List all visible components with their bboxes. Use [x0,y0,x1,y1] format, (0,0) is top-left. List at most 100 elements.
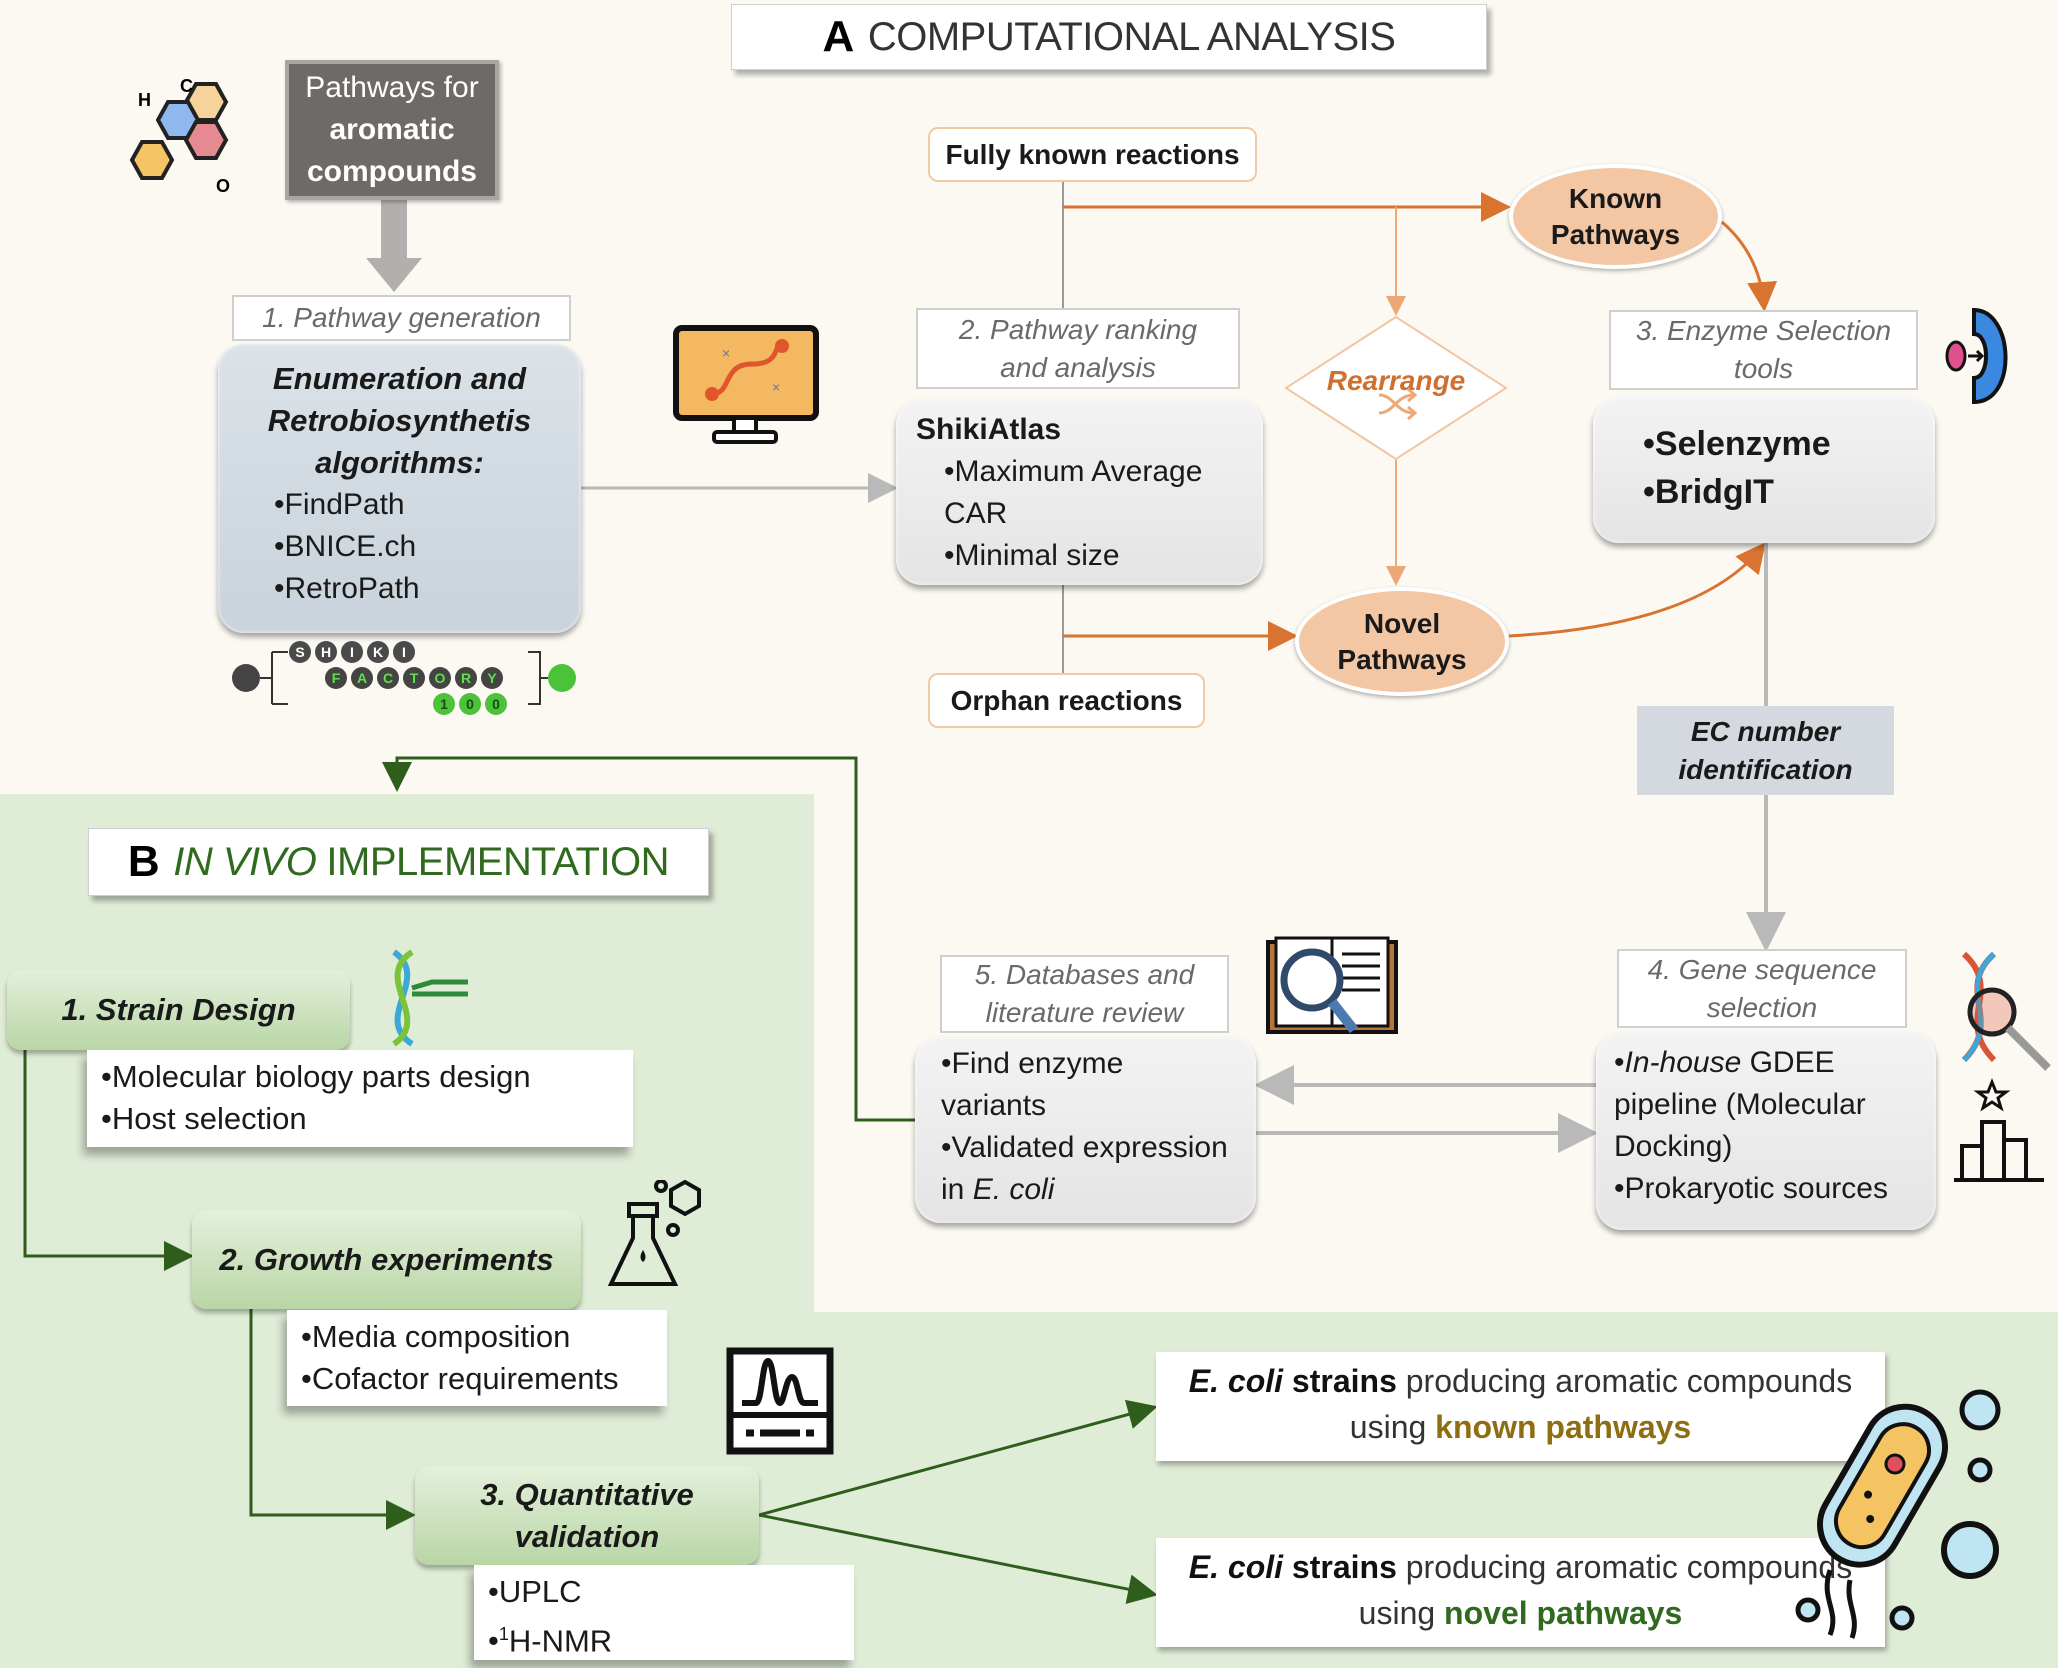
rearrange-label: Rearrange [1326,365,1466,396]
step4-item1-em: In-house [1624,1046,1742,1079]
literature-search-icon [1266,936,1398,1034]
logo-letter-circle [429,667,451,689]
pathway-map-monitor-icon: × × [673,325,819,444]
result-text: producing aromatic compounds using [1358,1549,1853,1631]
strain-design-list: Molecular biology parts design Host sele… [87,1050,633,1147]
section-a-title: A COMPUTATIONAL ANALYSIS [731,4,1487,70]
orphan-reactions-tag: Orphan reactions [928,673,1205,728]
strain-design-step: 1. Strain Design [7,970,350,1050]
logo-letter-circle [367,641,389,663]
nmr-superscript: 1 [498,1624,509,1644]
step1-item: RetroPath [274,568,557,610]
step3-panel: Selenzyme BridgIT [1593,398,1935,543]
step4-panel: •In-house GDEE pipeline (Molecular Docki… [1596,1032,1936,1230]
bacterium-icon [1795,1389,2001,1639]
logo-letter: O [435,670,446,686]
ec-number-box: EC number identification [1637,706,1894,795]
result-known-pathways: E. coli strains producing aromatic compo… [1156,1352,1885,1461]
svg-text:C: C [180,76,193,96]
quantitative-validation-list: UPLC 1H-NMR [474,1565,854,1660]
flask-molecule-icon [607,1180,701,1286]
step1-item: FindPath [274,484,557,526]
logo-letter: I [402,644,406,660]
logo-letter: Y [487,670,497,686]
growth-experiments-list: Media composition Cofactor requirements [287,1310,667,1406]
result-novel-pathways: E. coli strains producing aromatic compo… [1156,1538,1885,1647]
logo-letter-circle [315,641,337,663]
section-b-title-rest: IMPLEMENTATION [326,839,670,884]
step2-title: ShikiAtlas [916,413,1062,446]
quantitative-validation-step: 3. Quantitative validation [415,1466,759,1565]
result-text: producing aromatic compounds using [1349,1363,1853,1445]
step3-header: 3. Enzyme Selection tools [1609,310,1918,390]
start-box-line2: aromatic [329,113,455,146]
logo-letter-circle [485,693,507,715]
step1-panel: Enumeration and Retrobiosynthetis algori… [218,344,581,633]
svg-text:O: O [216,176,230,196]
step1-header: 1. Pathway generation [232,295,571,341]
known-pathways-node: Known Pathways [1509,164,1722,269]
step5-panel: •Find enzyme variants •Validated express… [915,1037,1256,1223]
step4-item1-rest: GDEE pipeline (Molecular Docking) [1614,1046,1866,1163]
strain-item: Molecular biology parts design [101,1056,619,1098]
logo-letter: T [410,670,419,686]
step5-header: 5. Databases and literature review [940,955,1229,1033]
step5-item1: Find enzyme variants [941,1047,1124,1122]
step3-item: BridgIT [1643,468,1885,516]
logo-letter: A [357,670,367,686]
logo-letter: F [332,670,341,686]
step5-item2-em: E. coli [972,1173,1055,1206]
logo-letter: R [461,670,471,686]
result-ecoli: E. coli [1188,1549,1284,1585]
step1-title-line3: algorithms: [315,445,484,480]
quant-item: UPLC [488,1571,840,1613]
shuffle-icon [1378,387,1418,421]
step2-header: 2. Pathway ranking and analysis [916,308,1240,389]
section-b-title-em: IN VIVO [173,839,317,884]
start-box-pathways: Pathways for aromatic compounds [285,60,499,200]
logo-letter: 1 [440,696,448,712]
section-a-letter: A [822,12,855,61]
svg-text:H: H [138,90,151,110]
arrow-known-to-step3 [1721,220,1778,312]
growth-item: Media composition [301,1316,653,1358]
result-highlight-novel: novel pathways [1444,1595,1683,1631]
step2-item: Minimal size [944,535,1243,577]
step2-panel: ShikiAtlas Maximum Average CAR Minimal s… [896,399,1263,585]
quant-item-nmr: 1H-NMR [488,1613,840,1662]
growth-item: Cofactor requirements [301,1358,653,1400]
logo-letter-circle [325,667,347,689]
logo-letter-circle [393,641,415,663]
step1-title-line1: Enumeration and [272,361,527,396]
dna-icon [392,949,468,1047]
step4-header: 4. Gene sequence selection [1617,949,1907,1028]
growth-experiments-step: 2. Growth experiments [192,1210,581,1309]
result-strains: strains [1291,1549,1397,1585]
logo-letter-circle [459,693,481,715]
step1-title-line2: Retrobiosynthetis [267,403,532,438]
logo-letter-circle [341,641,363,663]
svg-text:×: × [772,379,780,395]
step3-item: Selenzyme [1643,420,1885,468]
step2-item: Maximum Average CAR [944,451,1243,535]
start-box-line3: compounds [307,155,477,188]
strain-item: Host selection [101,1098,619,1140]
result-highlight-known: known pathways [1435,1409,1692,1445]
section-a-label: COMPUTATIONAL ANALYSIS [867,14,1396,59]
logo-letter: C [383,670,393,686]
logo-letter: 0 [466,696,474,712]
fully-known-reactions-tag: Fully known reactions [928,127,1257,182]
step4-item2: Prokaryotic sources [1624,1172,1888,1205]
section-b-title: B IN VIVO IMPLEMENTATION [88,828,709,896]
start-box-line1: Pathways for [305,71,479,104]
result-ecoli: E. coli [1188,1363,1284,1399]
dna-search-ranking-icon [1954,951,2051,1182]
logo-letter-circle [377,667,399,689]
logo-letter-circle [351,667,373,689]
logo-letter: 0 [492,696,500,712]
logo-letter-circle [403,667,425,689]
molecule-icon: H C O [129,76,230,196]
logo-letter-circle [455,667,477,689]
